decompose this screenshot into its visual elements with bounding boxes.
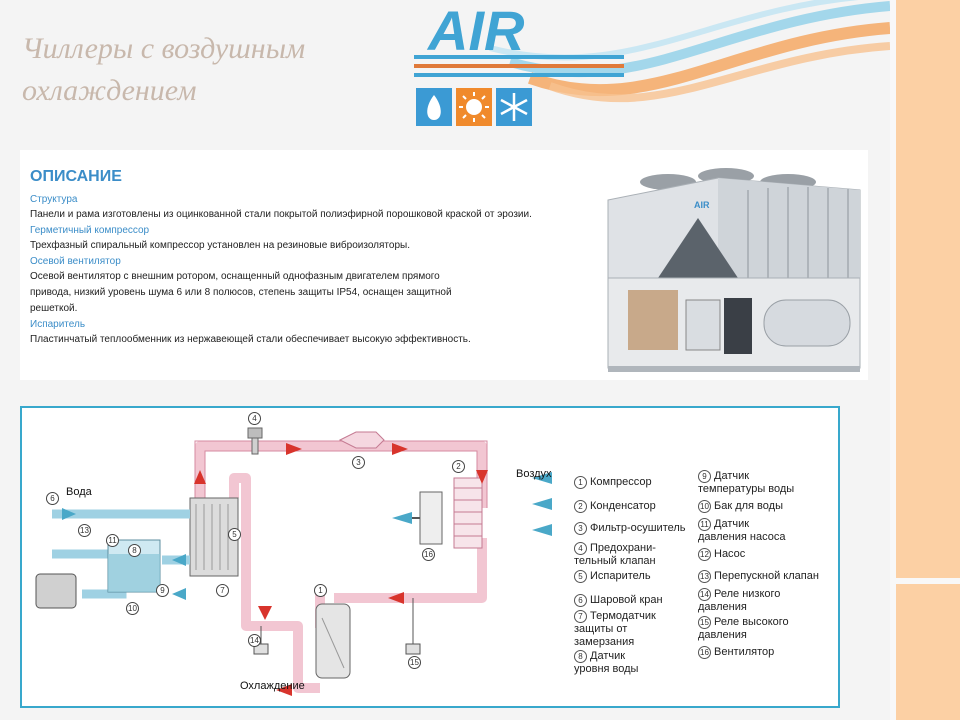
sun-icon	[456, 88, 492, 126]
callout-3: 3	[352, 456, 365, 469]
callout-10: 10	[126, 602, 139, 615]
slide: Чиллеры с воздушным охлаждением AIR	[0, 0, 890, 720]
callout-7: 7	[216, 584, 229, 597]
snowflake-icon	[496, 88, 532, 126]
section-title-evaporator: Испаритель	[30, 319, 86, 330]
callout-15: 15	[408, 656, 421, 669]
description-text: ОПИСАНИЕ Структура Панели и рама изготов…	[30, 168, 600, 348]
section-body-compressor: Трехфазный спиральный компрессор установ…	[30, 240, 410, 251]
callout-14: 14	[248, 634, 261, 647]
callout-9: 9	[156, 584, 169, 597]
section-body-evaporator: Пластинчатый теплообменник из нержавеюще…	[30, 334, 471, 345]
section-body-fan: Осевой вентилятор с внешним ротором, осн…	[30, 271, 452, 314]
callout-16: 16	[422, 548, 435, 561]
callout-6: 6	[46, 492, 59, 505]
photo-brand: AIR	[694, 200, 710, 210]
section-title-structure: Структура	[30, 194, 78, 205]
decorative-sidebar	[890, 0, 960, 720]
logo-text: AIR	[426, 0, 525, 62]
callout-2: 2	[452, 460, 465, 473]
description-heading: ОПИСАНИЕ	[30, 168, 122, 185]
section-title-fan: Осевой вентилятор	[30, 256, 121, 267]
schematic-diagram: Вода Воздух Охлаждение 1 2 3 4 5 6 7 8 9…	[20, 406, 840, 708]
section-title-compressor: Герметичный компрессор	[30, 225, 150, 236]
callout-11: 11	[106, 534, 119, 547]
slide-title: Чиллеры с воздушным охлаждением	[22, 32, 306, 107]
description-panel: ОПИСАНИЕ Структура Панели и рама изготов…	[20, 150, 868, 380]
label-water: Вода	[66, 486, 92, 498]
schematic-drawing	[35, 427, 552, 696]
water-drop-icon	[416, 88, 452, 126]
label-air: Воздух	[516, 468, 552, 480]
callout-8: 8	[128, 544, 141, 557]
section-body-structure: Панели и рама изготовлены из оцинкованно…	[30, 209, 532, 220]
callout-13: 13	[78, 524, 91, 537]
callout-4: 4	[248, 412, 261, 425]
sidebar-band-bottom	[896, 584, 960, 720]
sidebar-band-top	[896, 0, 960, 578]
air-logo: AIR	[414, 0, 890, 126]
chiller-photo: AIR	[607, 168, 861, 372]
callout-1: 1	[314, 584, 327, 597]
label-cooling: Охлаждение	[240, 680, 305, 692]
callout-5: 5	[228, 528, 241, 541]
